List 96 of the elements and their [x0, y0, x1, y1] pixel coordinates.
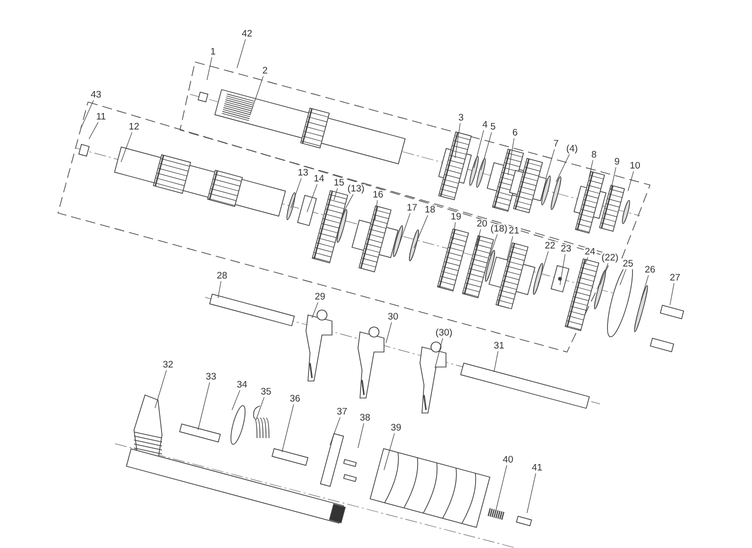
- callout-number: 33: [204, 372, 218, 382]
- leader-line: [218, 280, 222, 298]
- leader-line: [434, 338, 444, 368]
- callout-number: 39: [390, 423, 402, 433]
- callout-number: 27: [668, 273, 682, 283]
- leader-line: [236, 38, 246, 68]
- callout-number: 16: [372, 190, 384, 200]
- leader-line: [206, 56, 212, 80]
- callout-number: (13): [346, 184, 366, 194]
- callout-number: 35: [260, 387, 272, 397]
- callout-number: 14: [312, 174, 326, 184]
- leader-line: [490, 234, 498, 256]
- leader-line: [232, 390, 240, 410]
- leader-line: [506, 236, 514, 260]
- leader-line: [588, 160, 594, 178]
- callout-number: 15: [332, 178, 346, 188]
- callout-number: 13: [296, 168, 310, 178]
- callout-number: 10: [628, 161, 642, 171]
- callout-number: 38: [358, 413, 372, 423]
- leader-line: [358, 422, 364, 448]
- callout-number: 29: [314, 292, 326, 302]
- leader-line: [80, 100, 94, 128]
- callout-number: 34: [236, 380, 248, 390]
- leader-line: [640, 274, 649, 300]
- callout-number: 26: [644, 265, 656, 275]
- callout-number: 2: [261, 66, 269, 76]
- leader-line: [600, 262, 608, 286]
- leader-line: [526, 472, 536, 514]
- leader-line: [538, 250, 549, 286]
- leader-line: [250, 76, 264, 116]
- callout-number: 43: [90, 90, 102, 100]
- callout-number: 1: [209, 47, 217, 57]
- leader-line: [560, 254, 566, 286]
- leader-line: [584, 256, 588, 264]
- leader-line: [386, 322, 392, 344]
- callout-number: 5: [489, 122, 497, 132]
- callout-number: 20: [476, 219, 488, 229]
- callout-number: (30): [434, 328, 454, 338]
- callout-number: 24: [584, 247, 596, 257]
- callout-number: 12: [128, 122, 140, 132]
- leader-line: [628, 170, 634, 192]
- callout-number: 8: [590, 150, 598, 160]
- callout-number: 19: [450, 212, 462, 222]
- leader-line: [374, 200, 378, 220]
- callout-number: 28: [216, 271, 228, 281]
- leader-line: [414, 214, 428, 248]
- leader-line: [256, 396, 265, 420]
- callout-number: 18: [424, 205, 436, 215]
- callout-number: 22: [544, 241, 556, 251]
- callout-number: 36: [288, 394, 302, 404]
- leader-line: [88, 122, 99, 140]
- callout-number: 4: [481, 120, 489, 130]
- callout-number: 25: [622, 259, 634, 269]
- callout-number: 9: [613, 157, 621, 167]
- callout-number: 3: [457, 113, 465, 123]
- leader-line: [556, 154, 570, 182]
- callout-number: (18): [490, 224, 508, 234]
- leader-line: [474, 130, 484, 168]
- callout-number: 17: [406, 203, 418, 213]
- leader-line: [610, 166, 616, 190]
- callout-number: (4): [565, 144, 579, 154]
- leader-line: [290, 178, 302, 208]
- leader-line: [384, 432, 395, 470]
- callout-number: 30: [386, 312, 400, 322]
- callout-number: 11: [95, 112, 107, 122]
- callout-number: 41: [530, 463, 544, 473]
- leader-line: [452, 222, 456, 240]
- leader-line: [454, 122, 461, 158]
- leader-line: [120, 132, 132, 162]
- callout-number: 31: [492, 341, 506, 351]
- leader-line: [330, 416, 341, 446]
- callout-number: 7: [552, 139, 560, 149]
- leader-line: [198, 382, 210, 430]
- leader-line: [670, 282, 674, 306]
- leader-line: [282, 404, 294, 452]
- callout-number: (22): [600, 253, 620, 263]
- leader-line: [334, 188, 338, 200]
- callout-number: 42: [240, 29, 254, 39]
- leader-line: [476, 228, 482, 248]
- leader-line: [620, 268, 626, 286]
- callout-number: 37: [336, 407, 348, 417]
- leader-line: [508, 138, 514, 176]
- leader-line: [154, 370, 167, 408]
- leader-line: [398, 212, 411, 248]
- leader-line: [306, 184, 318, 212]
- callout-number: 32: [162, 360, 174, 370]
- leader-line: [496, 464, 508, 510]
- leader-line: [494, 350, 498, 372]
- leader-line: [480, 132, 492, 170]
- callout-number: 23: [560, 244, 572, 254]
- leader-line: [312, 302, 318, 318]
- leader-line: [342, 194, 354, 216]
- callout-number: 21: [508, 226, 520, 236]
- callout-number: 40: [502, 455, 514, 465]
- leader-line: [546, 148, 555, 178]
- callout-number: 6: [511, 128, 519, 138]
